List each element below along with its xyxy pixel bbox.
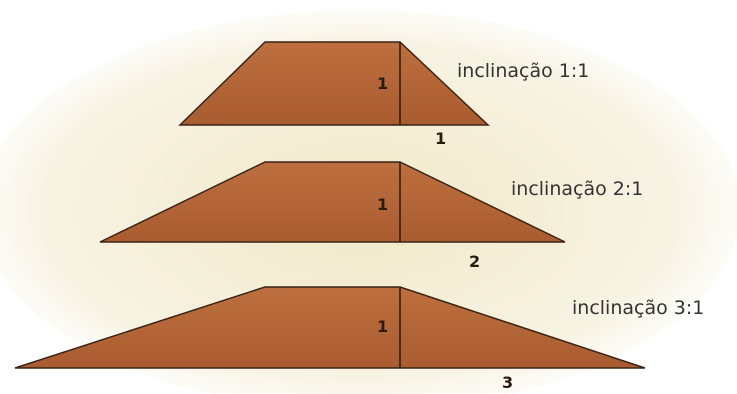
embankment-1-base-label: 1 — [435, 129, 447, 148]
embankment-1-height-label: 1 — [377, 74, 389, 93]
embankment-2-height-label: 1 — [377, 195, 389, 214]
embankment-2-slope-label: inclinação 2:1 — [511, 178, 644, 200]
embankment-3-height-label: 1 — [377, 317, 389, 336]
embankment-3-base-label: 3 — [502, 373, 514, 392]
embankment-3-1 — [14, 286, 646, 369]
embankment-2-1 — [99, 161, 566, 243]
embankment-2-base-label: 2 — [469, 252, 481, 271]
embankment-1-slope-label: inclinação 1:1 — [457, 60, 590, 82]
embankment-3-slope-label: inclinação 3:1 — [572, 297, 705, 319]
embankment-1-1 — [178, 41, 490, 126]
